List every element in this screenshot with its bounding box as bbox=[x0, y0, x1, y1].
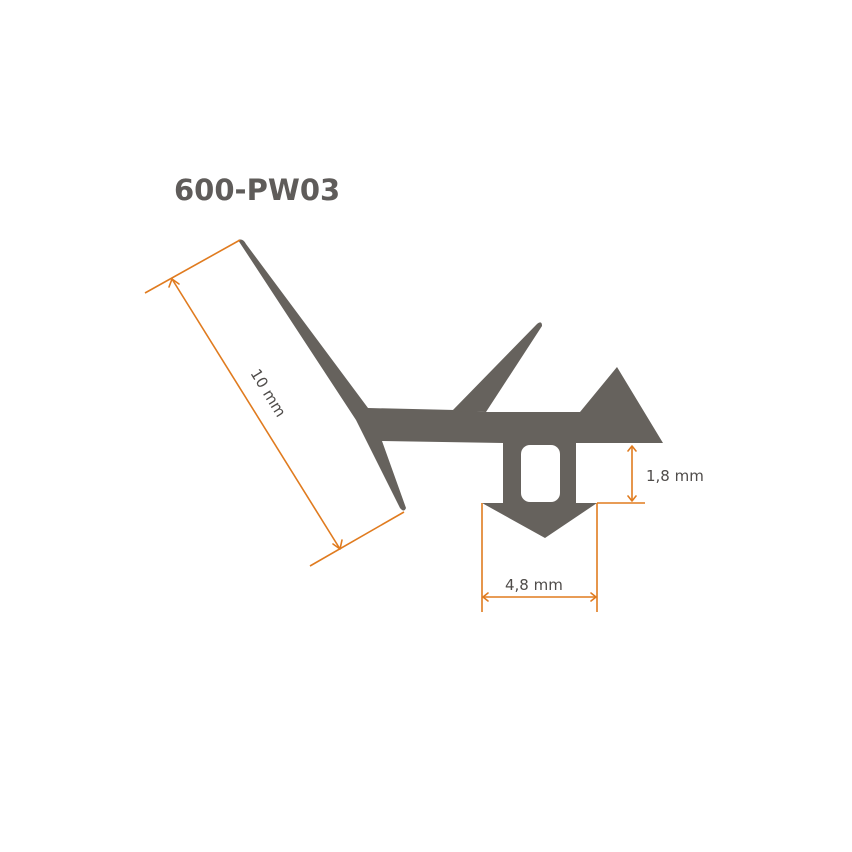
barb-height-label: 1,8 mm bbox=[646, 467, 704, 485]
barb-width-label: 4,8 mm bbox=[505, 576, 563, 594]
dimension-barb-height: 1,8 mm bbox=[597, 445, 704, 504]
product-code-title: 600-PW03 bbox=[174, 173, 340, 207]
stem-hollow bbox=[521, 445, 560, 502]
blade-length-label: 10 mm bbox=[247, 366, 290, 421]
seal-profile bbox=[238, 239, 663, 538]
dimension-barb-width: 4,8 mm bbox=[481, 503, 598, 612]
upper-fin-shape bbox=[452, 322, 542, 412]
seal-body-shape bbox=[238, 239, 663, 538]
